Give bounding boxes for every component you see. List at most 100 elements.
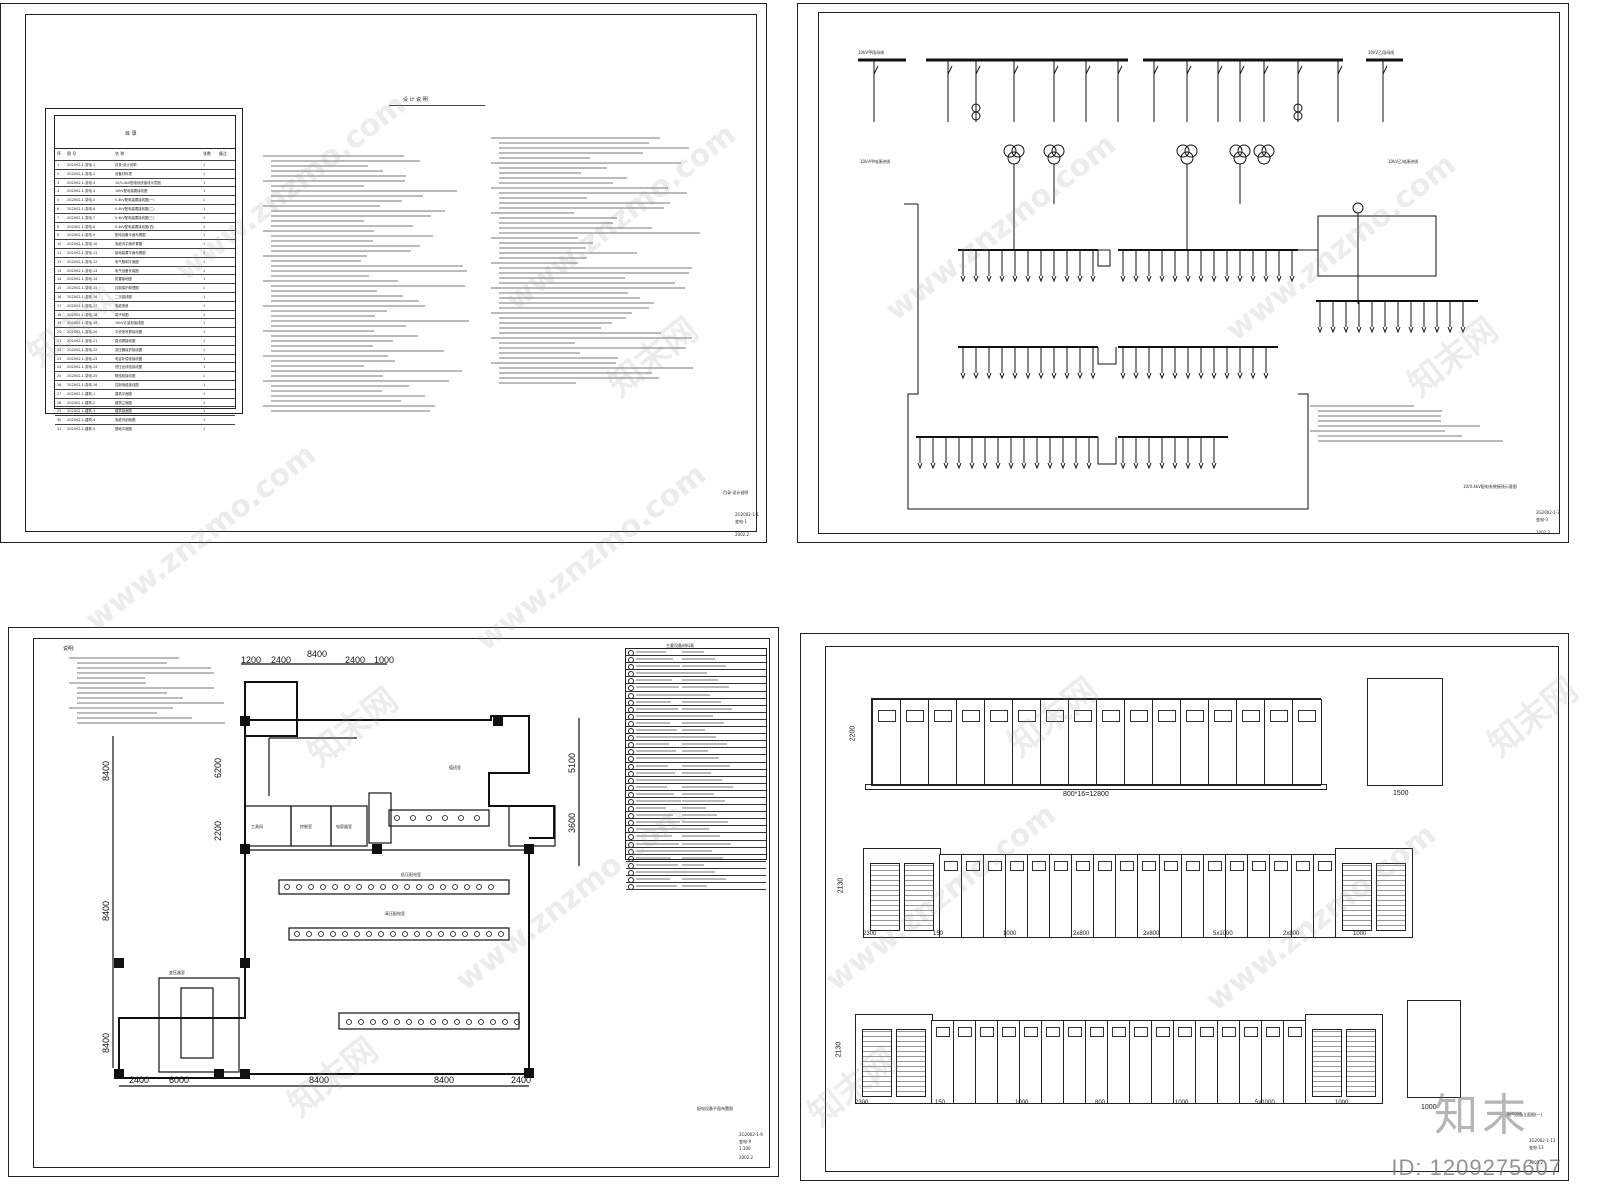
equipment-row-text-line [636, 707, 678, 710]
enclosure-door [896, 1029, 926, 1097]
equipment-row-text-line [682, 856, 723, 859]
index-cell: 14 [57, 277, 62, 282]
lv-dimension-label: 2x800 [1073, 931, 1090, 937]
note-text-line [499, 272, 689, 274]
hv-cabinet [1236, 699, 1266, 785]
note-text-line [499, 327, 601, 329]
equipment-table-row [626, 755, 766, 763]
note-text-line [491, 262, 578, 264]
sheet3-date: 2002.2 [739, 1155, 753, 1160]
lv-feeder-arrow [1012, 275, 1018, 283]
equipment-row-text-line [636, 856, 671, 859]
index-cell: 设备材料表 [115, 171, 132, 176]
lv-feeder-arrow [1012, 372, 1018, 380]
cabinet-marker [368, 884, 374, 890]
index-cell: 2G2002-1-建筑-5 [67, 426, 96, 431]
cabinet-marker [428, 884, 434, 890]
equipment-row-text-line [636, 679, 672, 682]
sheet2-title: 10/0.4kV配电系统接线示意图 [1463, 484, 1517, 489]
index-cell: 30 [57, 418, 62, 423]
sheet-inner-frame [818, 12, 1560, 534]
cabinet-marker [306, 931, 312, 937]
note-text-line [271, 275, 369, 277]
hv-switch-symbol [1382, 65, 1388, 75]
note-text-line [491, 287, 685, 289]
lv-cabinet-meter-panel [1134, 1027, 1148, 1037]
lv-cabinet [953, 1020, 977, 1104]
dim-bottom-1: 2400 [129, 1075, 150, 1085]
cabinet-marker [394, 1019, 400, 1025]
cabinet-marker [442, 1019, 448, 1025]
note-text-line [271, 385, 410, 387]
lv-feeder-arrow [986, 372, 992, 380]
note-text-line [499, 302, 655, 304]
note-text-line [271, 295, 404, 297]
note-text-line [69, 707, 174, 709]
index-cell: 5 [57, 198, 60, 203]
lv-feeder-arrow [1038, 372, 1044, 380]
index-cell: 12 [57, 259, 62, 264]
hv-switch-symbol [1013, 65, 1019, 75]
note-text-line [491, 337, 692, 339]
cabinet-marker [414, 931, 420, 937]
note-text-line [263, 255, 368, 257]
note-text-line [271, 265, 464, 267]
equipment-row-index-marker [628, 650, 634, 656]
system-diagram-notes [1310, 402, 1510, 445]
equipment-table-row [626, 706, 766, 713]
note-text-line [271, 175, 407, 177]
lv-feeder-arrow [1198, 275, 1204, 283]
index-cell: 2G2002-1-变电-15 [67, 286, 98, 291]
cabinet-marker [394, 815, 400, 821]
lv-switchgear-row-2 [855, 1014, 1455, 1104]
lv-feeder-arrow [960, 275, 966, 283]
index-cell: 接地装置平面布置图 [115, 250, 146, 255]
note-text-line [491, 187, 668, 189]
bus-label-b: 10kV乙段母线 [1368, 50, 1395, 55]
lv-feeder-arrow [1289, 275, 1295, 283]
index-cell: 1 [203, 347, 206, 352]
equipment-row-text-line [636, 757, 683, 760]
lv-feeder-arrow [1133, 275, 1139, 283]
cabinet-marker [404, 884, 410, 890]
dim-right-2: 3600 [567, 812, 578, 834]
equipment-table-row [626, 684, 766, 692]
hv-switch-symbol [975, 65, 981, 75]
lv-cabinet-meter-panel [1164, 861, 1178, 871]
lv-cabinet-meter-panel [958, 1027, 972, 1037]
hv-cabinet-panel [878, 710, 896, 722]
lv-switchgear-row-1 [863, 848, 1463, 938]
floor-plan-notes-title: 说明: [63, 646, 75, 652]
note-text-line [499, 182, 614, 184]
note-text-line [271, 250, 412, 252]
note-text-line [271, 340, 394, 342]
equipment-table-row [626, 677, 766, 685]
lv-feeder-arrow [995, 462, 1001, 470]
note-text-line [1318, 435, 1462, 437]
equipment-row-index-marker [628, 820, 634, 827]
note-text-line [499, 317, 626, 319]
index-cell: 10 [57, 242, 62, 247]
index-cell: 7 [57, 215, 60, 220]
cabinet-marker [458, 815, 464, 821]
equipment-row-index-marker [628, 735, 634, 742]
lv-cabinet-meter-panel [1200, 1027, 1214, 1037]
index-cell: 10kV配电装置接线图 [115, 189, 148, 194]
lv-feeder-arrow [1120, 462, 1126, 470]
index-cell: 2G2002-1-变电-17 [67, 303, 98, 308]
lv-cabinet-meter-panel [1090, 1027, 1104, 1037]
note-text-line [491, 312, 633, 314]
cabinet-marker [318, 931, 324, 937]
equipment-row-index-marker [628, 692, 634, 699]
hv-switch-symbol [1117, 65, 1123, 75]
room-label-hv: 高压配电室 [385, 911, 405, 916]
note-text-line [77, 677, 146, 679]
